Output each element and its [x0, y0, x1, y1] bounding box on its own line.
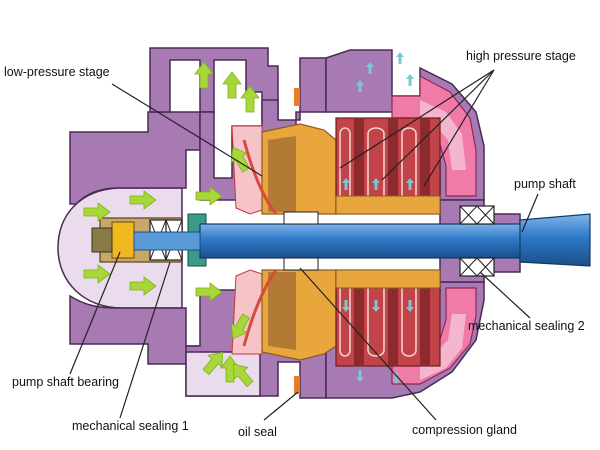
hp-divider-1-upper — [354, 118, 364, 214]
hp-hub-lower — [335, 269, 441, 289]
label-oil-seal: oil seal — [238, 425, 277, 439]
leader-high-pressure-stage-2 — [381, 69, 495, 181]
hp-hub-upper — [335, 195, 441, 215]
hp-channel-1-upper — [339, 127, 351, 200]
hp-channel-3-upper — [401, 127, 417, 200]
pump-shaft-inner — [133, 231, 201, 251]
label-low-pressure-stage: low-pressure stage — [4, 65, 110, 79]
pump-shaft-bearing — [111, 221, 135, 259]
lp-vane-lower — [242, 269, 278, 347]
flow-arrow — [406, 74, 414, 86]
mechanical-seal-2-a-cross — [459, 205, 495, 225]
flow-arrow — [396, 52, 404, 64]
hp-divider-3-upper — [420, 118, 430, 214]
compression-gland-b — [283, 257, 319, 271]
hp-divider-2-lower — [388, 270, 398, 366]
leader-high-pressure-stage-1 — [339, 69, 495, 169]
hp-divider-1-lower — [354, 270, 364, 366]
leader-mechanical-sealing-2 — [479, 271, 531, 319]
lp-impeller-hub-upper — [268, 136, 296, 212]
oil-seal-ring-upper — [294, 88, 300, 106]
label-high-pressure-stage: high pressure stage — [466, 49, 576, 63]
casing-bottom-pocket — [185, 351, 261, 397]
flow-arrow — [222, 71, 242, 99]
hp-channel-3-lower — [401, 284, 417, 357]
leader-low-pressure-stage — [111, 83, 263, 177]
shaft-assembly — [91, 88, 591, 394]
hp-channel-2-upper — [367, 127, 385, 200]
leader-oil-seal — [263, 391, 299, 421]
hp-channel-1-lower — [339, 284, 351, 357]
casing-left-lower — [69, 294, 201, 365]
label-mechanical-sealing-2: mechanical sealing 2 — [468, 319, 585, 333]
bearing-cap — [91, 227, 113, 253]
leader-compression-gland — [299, 267, 437, 421]
mechanical-seal-2-b-cross — [459, 257, 495, 277]
hp-channel-2-lower — [367, 284, 385, 357]
labels: low-pressure stage high pressure stage p… — [4, 49, 585, 439]
lp-volute-upper — [231, 125, 263, 215]
leader-high-pressure-stage-3 — [423, 69, 495, 187]
pump-shaft-end — [519, 213, 591, 267]
lp-volute-lower — [231, 269, 263, 355]
leader-mechanical-sealing-1 — [119, 261, 171, 419]
leader-pump-shaft-bearing — [69, 251, 121, 375]
compression-gland-a — [283, 211, 319, 225]
hp-divider-3-lower — [420, 270, 430, 366]
low-pressure-impeller — [231, 123, 337, 361]
leader-lines — [69, 69, 539, 421]
mechanical-seal-2-a — [459, 205, 495, 225]
lp-vane-upper — [242, 139, 278, 215]
label-compression-gland: compression gland — [412, 423, 517, 437]
mechanical-seal-2-b — [459, 257, 495, 277]
label-pump-shaft: pump shaft — [514, 177, 576, 191]
leader-pump-shaft — [521, 193, 539, 233]
hp-divider-2-upper — [388, 118, 398, 214]
oil-seal-ring-lower — [294, 376, 300, 394]
high-pressure-stages — [335, 117, 441, 367]
casing-top-outlet — [149, 47, 279, 121]
label-pump-shaft-bearing: pump shaft bearing — [12, 375, 119, 389]
label-mechanical-sealing-1: mechanical sealing 1 — [72, 419, 189, 433]
lp-impeller-hub-lower — [268, 272, 296, 350]
